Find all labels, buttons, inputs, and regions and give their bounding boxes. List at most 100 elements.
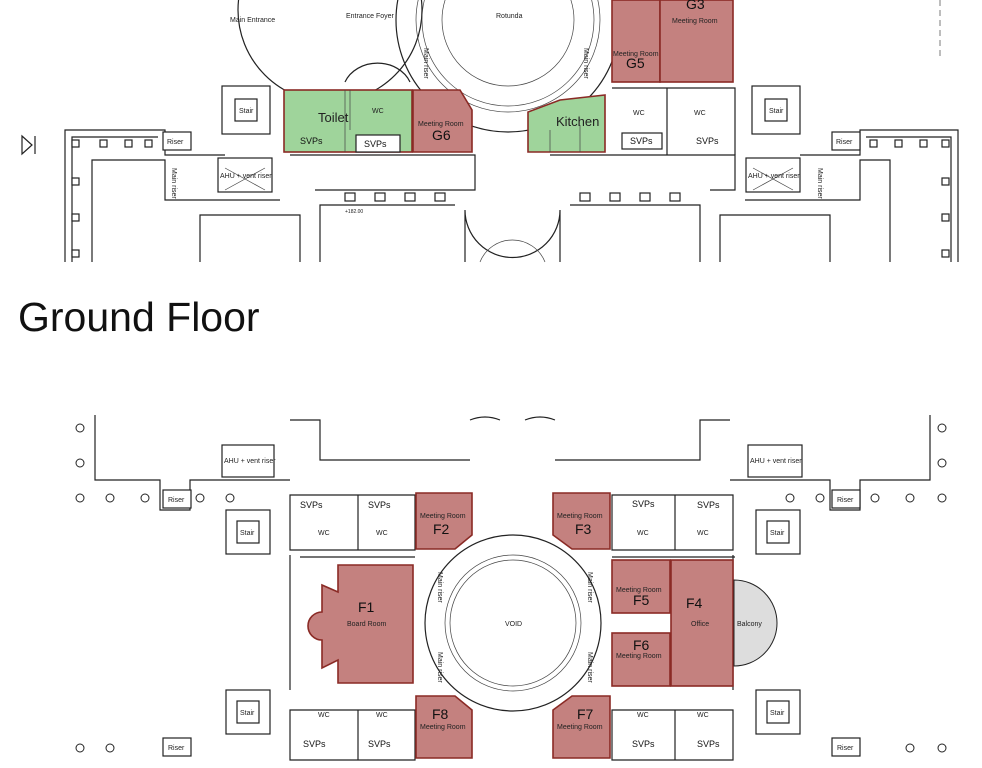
svg-text:WC: WC — [318, 530, 330, 537]
svg-text:AHU + vent riser: AHU + vent riser — [220, 173, 272, 180]
stair-left: Stair — [221, 85, 271, 135]
svg-text:Meeting Room: Meeting Room — [418, 121, 464, 128]
void-outline — [444, 554, 582, 692]
riser-right — [831, 131, 861, 151]
riser-left — [162, 131, 192, 151]
riser — [162, 489, 192, 509]
riser — [831, 737, 861, 757]
svg-text:F8: F8 — [432, 706, 449, 722]
svps-box — [355, 134, 401, 153]
svg-text:F7: F7 — [577, 706, 594, 722]
svg-text:Balcony: Balcony — [737, 621, 762, 628]
ahu-left: AHU + vent riser — [217, 157, 273, 193]
svg-text:F2: F2 — [433, 521, 450, 537]
room-g5[interactable] — [611, 0, 661, 83]
ground-floor-heading: Ground Floor — [18, 294, 260, 340]
scale-marker-icon — [21, 134, 36, 156]
room-f7[interactable] — [552, 695, 611, 759]
svg-text:SVPs: SVPs — [630, 136, 653, 146]
svg-text:Main riser: Main riser — [436, 652, 443, 683]
svg-text:WC: WC — [697, 712, 709, 719]
svg-text:Riser: Riser — [168, 497, 185, 504]
svg-text:Stair: Stair — [770, 710, 785, 717]
svg-text:Riser: Riser — [167, 139, 184, 146]
svg-text:AHU + vent riser: AHU + vent riser — [750, 458, 802, 465]
svg-text:Main riser: Main riser — [816, 168, 823, 199]
svg-text:F5: F5 — [633, 592, 650, 608]
svg-text:Meeting Room: Meeting Room — [672, 18, 718, 25]
svg-text:Stair: Stair — [240, 530, 255, 537]
balcony — [733, 579, 778, 667]
svg-text:SVPs: SVPs — [697, 500, 720, 510]
svg-text:Meeting Room: Meeting Room — [613, 51, 659, 58]
svg-text:F4: F4 — [686, 595, 703, 611]
foyer-stair — [344, 62, 411, 83]
svg-text:SVPs: SVPs — [300, 136, 323, 146]
svg-text:Rotunda: Rotunda — [496, 13, 523, 20]
svg-text:Meeting Room: Meeting Room — [420, 724, 466, 731]
svg-text:Main riser: Main riser — [436, 572, 443, 603]
ahu-right: AHU + vent riser — [745, 157, 801, 193]
svg-text:Stair: Stair — [769, 108, 784, 115]
stair: Stair — [225, 689, 271, 735]
room-f8[interactable] — [415, 695, 473, 759]
room-kitchen[interactable] — [527, 94, 606, 153]
svg-text:Stair: Stair — [239, 108, 254, 115]
svg-text:SVPs: SVPs — [632, 739, 655, 749]
room-f3[interactable] — [552, 492, 611, 550]
svg-text:Riser: Riser — [837, 745, 854, 752]
svg-text:AHU + vent riser: AHU + vent riser — [748, 173, 800, 180]
riser — [831, 489, 861, 509]
svg-text:SVPs: SVPs — [303, 739, 326, 749]
svg-text:Main riser: Main riser — [170, 168, 177, 199]
stair-right: Stair — [751, 85, 801, 135]
svg-text:WC: WC — [633, 110, 645, 117]
room-f5[interactable] — [611, 559, 671, 614]
svg-text:Main riser: Main riser — [422, 48, 429, 79]
svg-text:SVPs: SVPs — [697, 739, 720, 749]
svg-text:SVPs: SVPs — [632, 499, 655, 509]
svg-text:G3: G3 — [686, 0, 705, 12]
svg-text:WC: WC — [694, 110, 706, 117]
room-f1[interactable] — [307, 564, 414, 684]
ground-floor-plan: Stair Stair Riser Riser Main riser Main … — [21, 0, 959, 263]
room-f4[interactable] — [670, 559, 734, 687]
riser — [162, 737, 192, 757]
svg-text:SVPs: SVPs — [368, 739, 391, 749]
room-g6[interactable] — [412, 89, 473, 153]
svg-text:AHU + vent riser: AHU + vent riser — [224, 458, 276, 465]
svg-text:Board Room: Board Room — [347, 621, 386, 628]
svg-text:G6: G6 — [432, 127, 451, 143]
svg-text:WC: WC — [697, 530, 709, 537]
room-g3[interactable] — [659, 0, 734, 83]
svg-text:Meeting Room: Meeting Room — [557, 513, 603, 520]
svg-text:Kitchen: Kitchen — [556, 114, 599, 129]
svg-text:Meeting Room: Meeting Room — [420, 513, 466, 520]
svg-text:WC: WC — [637, 530, 649, 537]
rotunda-lower-arc — [464, 209, 561, 262]
ahu: AHU + vent riser — [747, 444, 803, 478]
svg-text:SVPs: SVPs — [364, 139, 387, 149]
svg-text:WC: WC — [637, 712, 649, 719]
svg-text:G5: G5 — [626, 55, 645, 71]
svg-text:SVPs: SVPs — [300, 500, 323, 510]
svg-text:Main riser: Main riser — [586, 652, 593, 683]
room-f6[interactable] — [611, 632, 671, 687]
svg-text:Meeting Room: Meeting Room — [616, 587, 662, 594]
first-floor-plan: Stair Stair Stair Stair Riser Riser Rise… — [75, 415, 947, 761]
svg-text:Stair: Stair — [240, 710, 255, 717]
svg-text:Main riser: Main riser — [586, 572, 593, 603]
svg-text:WC: WC — [372, 108, 384, 115]
corridor-wall — [319, 204, 701, 262]
stair: Stair — [225, 509, 271, 555]
room-f2[interactable] — [415, 492, 473, 550]
svg-text:Main riser: Main riser — [582, 48, 589, 79]
svg-text:Entrance Foyer: Entrance Foyer — [346, 13, 395, 20]
svg-text:Main Entrance: Main Entrance — [230, 17, 275, 24]
columns — [71, 139, 950, 258]
stair: Stair — [755, 689, 801, 735]
svg-text:F1: F1 — [358, 599, 375, 615]
outer-wall — [64, 129, 959, 262]
wing-wall — [91, 159, 891, 262]
